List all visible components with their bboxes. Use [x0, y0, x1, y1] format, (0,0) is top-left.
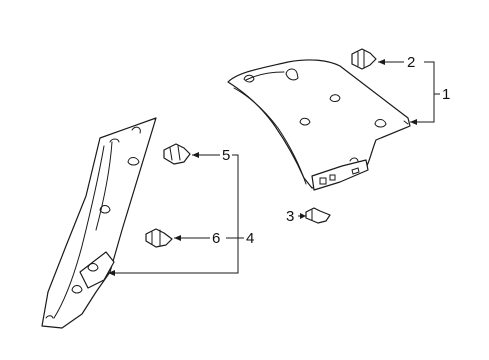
callout-3: 3: [286, 208, 294, 225]
clip-6: [145, 228, 173, 248]
callout-4: 4: [246, 230, 254, 247]
arrowhead-icon: [410, 119, 417, 125]
quarter-trim-panel: [227, 59, 411, 191]
arrowhead-icon: [192, 152, 199, 158]
pillar-trim-panel: [41, 117, 157, 329]
clip-5: [163, 143, 191, 165]
callout-5: 5: [222, 147, 230, 164]
callout-2: 2: [407, 54, 415, 71]
clip-3: [305, 207, 331, 224]
arrowhead-icon: [174, 235, 181, 241]
clip-2: [351, 48, 377, 70]
leader-lines: [108, 59, 440, 276]
arrowhead-icon: [108, 270, 115, 276]
arrowhead-icon: [300, 213, 306, 219]
callout-1: 1: [442, 86, 450, 103]
arrowhead-icon: [378, 59, 385, 65]
callout-6: 6: [212, 230, 220, 247]
